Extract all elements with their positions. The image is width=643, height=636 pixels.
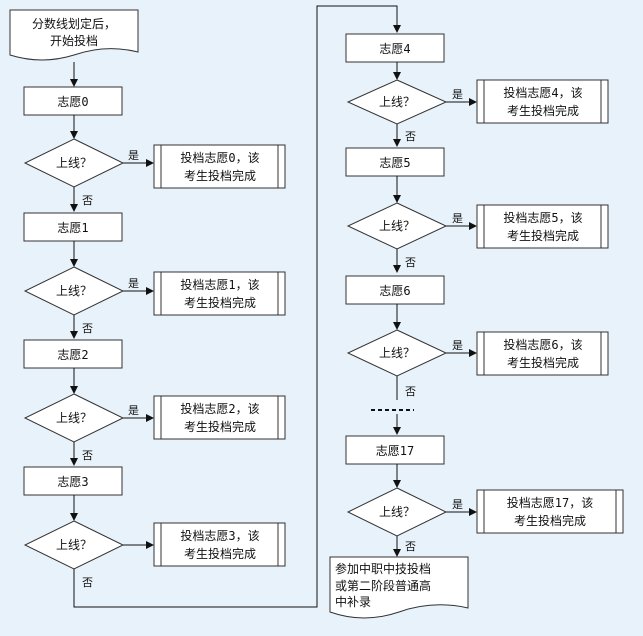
start-line1: 分数线划定后， [32, 16, 116, 31]
yes-label: 是 [452, 498, 463, 511]
result-box [476, 331, 609, 376]
result-line1: 投档志愿6，该 [503, 337, 582, 352]
result-line1: 投档志愿1，该 [180, 277, 259, 292]
no-label: 否 [405, 256, 416, 269]
no-label: 否 [405, 130, 416, 143]
no-label: 否 [82, 194, 93, 207]
result-line2: 考生投档完成 [184, 295, 256, 310]
result-line1: 投档志愿3，该 [180, 528, 259, 543]
stage-17: 志愿17 上线？ 是 投档志愿17，该 考生投档完成 否 [345, 435, 624, 557]
column-connector [73, 5, 401, 608]
end-line3: 中补录 [335, 594, 371, 609]
wish-box [345, 275, 445, 305]
stage-0: 志愿0 上线？ 是 投档志愿0，该 考生投档完成 否 [23, 86, 286, 212]
result-box [476, 79, 609, 124]
wish-label: 志愿4 [379, 42, 410, 56]
wish-label: 志愿17 [376, 444, 414, 458]
yes-label: 是 [452, 212, 463, 225]
result-line2: 考生投档完成 [507, 103, 579, 118]
end-document-shape [329, 556, 469, 619]
result-line1: 投档志愿2，该 [180, 401, 259, 416]
result-line2: 考生投档完成 [184, 168, 256, 183]
wish-label: 志愿3 [57, 475, 88, 489]
result-line2: 考生投档完成 [507, 355, 579, 370]
result-box [153, 522, 286, 567]
wish-label: 志愿5 [379, 156, 410, 170]
result-line2: 考生投档完成 [184, 546, 256, 561]
yes-label: 是 [452, 339, 463, 352]
result-line1: 投档志愿4，该 [503, 85, 582, 100]
wish-label: 志愿2 [57, 348, 88, 362]
decision-label: 上线？ [379, 219, 415, 233]
wish-box [345, 33, 445, 63]
stage-3: 志愿3 上线？ 投档志愿3，该 考生投档完成 否 [23, 466, 286, 589]
yes-label: 是 [128, 404, 139, 417]
end-node: 参加中职中技投档 或第二阶段普通高 中补录 [329, 556, 469, 619]
wish-label: 志愿1 [57, 221, 88, 235]
result-line1: 投档志愿0，该 [180, 150, 259, 165]
wish-label: 志愿0 [57, 95, 88, 109]
wish-box [23, 466, 123, 496]
wish-box [23, 339, 123, 369]
wish-box [23, 86, 123, 116]
no-label: 否 [405, 385, 416, 398]
decision-label: 上线？ [56, 538, 92, 552]
result-line1: 投档志愿17，该 [507, 495, 593, 510]
no-label: 否 [82, 449, 93, 462]
no-label: 否 [82, 322, 93, 335]
yes-label: 是 [128, 277, 139, 290]
result-box [476, 204, 609, 249]
stage-4: 志愿4 上线？ 是 投档志愿4，该 考生投档完成 否 [345, 33, 609, 147]
end-line1: 参加中职中技投档 [335, 561, 431, 576]
start-node: 分数线划定后， 开始投档 [9, 9, 139, 61]
wish-box [23, 212, 123, 242]
result-line2: 考生投档完成 [507, 228, 579, 243]
result-line2: 考生投档完成 [184, 419, 256, 434]
result-box [476, 489, 624, 534]
wish-box [345, 435, 445, 465]
result-box [153, 395, 286, 440]
decision-label: 上线？ [56, 156, 92, 170]
stage-5: 志愿5 上线？ 是 投档志愿5，该 考生投档完成 否 [345, 147, 609, 273]
decision-label: 上线？ [379, 505, 415, 519]
no-label: 否 [405, 540, 416, 553]
stage-2: 志愿2 上线？ 是 投档志愿2，该 考生投档完成 否 [23, 339, 286, 466]
no-label: 否 [82, 576, 93, 589]
result-box [153, 144, 286, 189]
decision-label: 上线？ [56, 284, 92, 298]
result-line1: 投档志愿5，该 [503, 210, 582, 225]
stage-1: 志愿1 上线？ 是 投档志愿1，该 考生投档完成 否 [23, 212, 286, 339]
stage-6: 志愿6 上线？ 是 投档志愿6，该 考生投档完成 否 [345, 275, 609, 400]
yes-label: 是 [128, 149, 139, 162]
wish-box [345, 147, 445, 177]
start-line2: 开始投档 [50, 33, 98, 48]
decision-label: 上线？ [379, 346, 415, 360]
decision-label: 上线？ [379, 95, 415, 109]
yes-label: 是 [452, 88, 463, 101]
wish-label: 志愿6 [379, 284, 410, 298]
result-line2: 考生投档完成 [514, 513, 586, 528]
decision-label: 上线？ [56, 411, 92, 425]
result-box [153, 271, 286, 316]
end-line2: 或第二阶段普通高 [335, 578, 431, 593]
